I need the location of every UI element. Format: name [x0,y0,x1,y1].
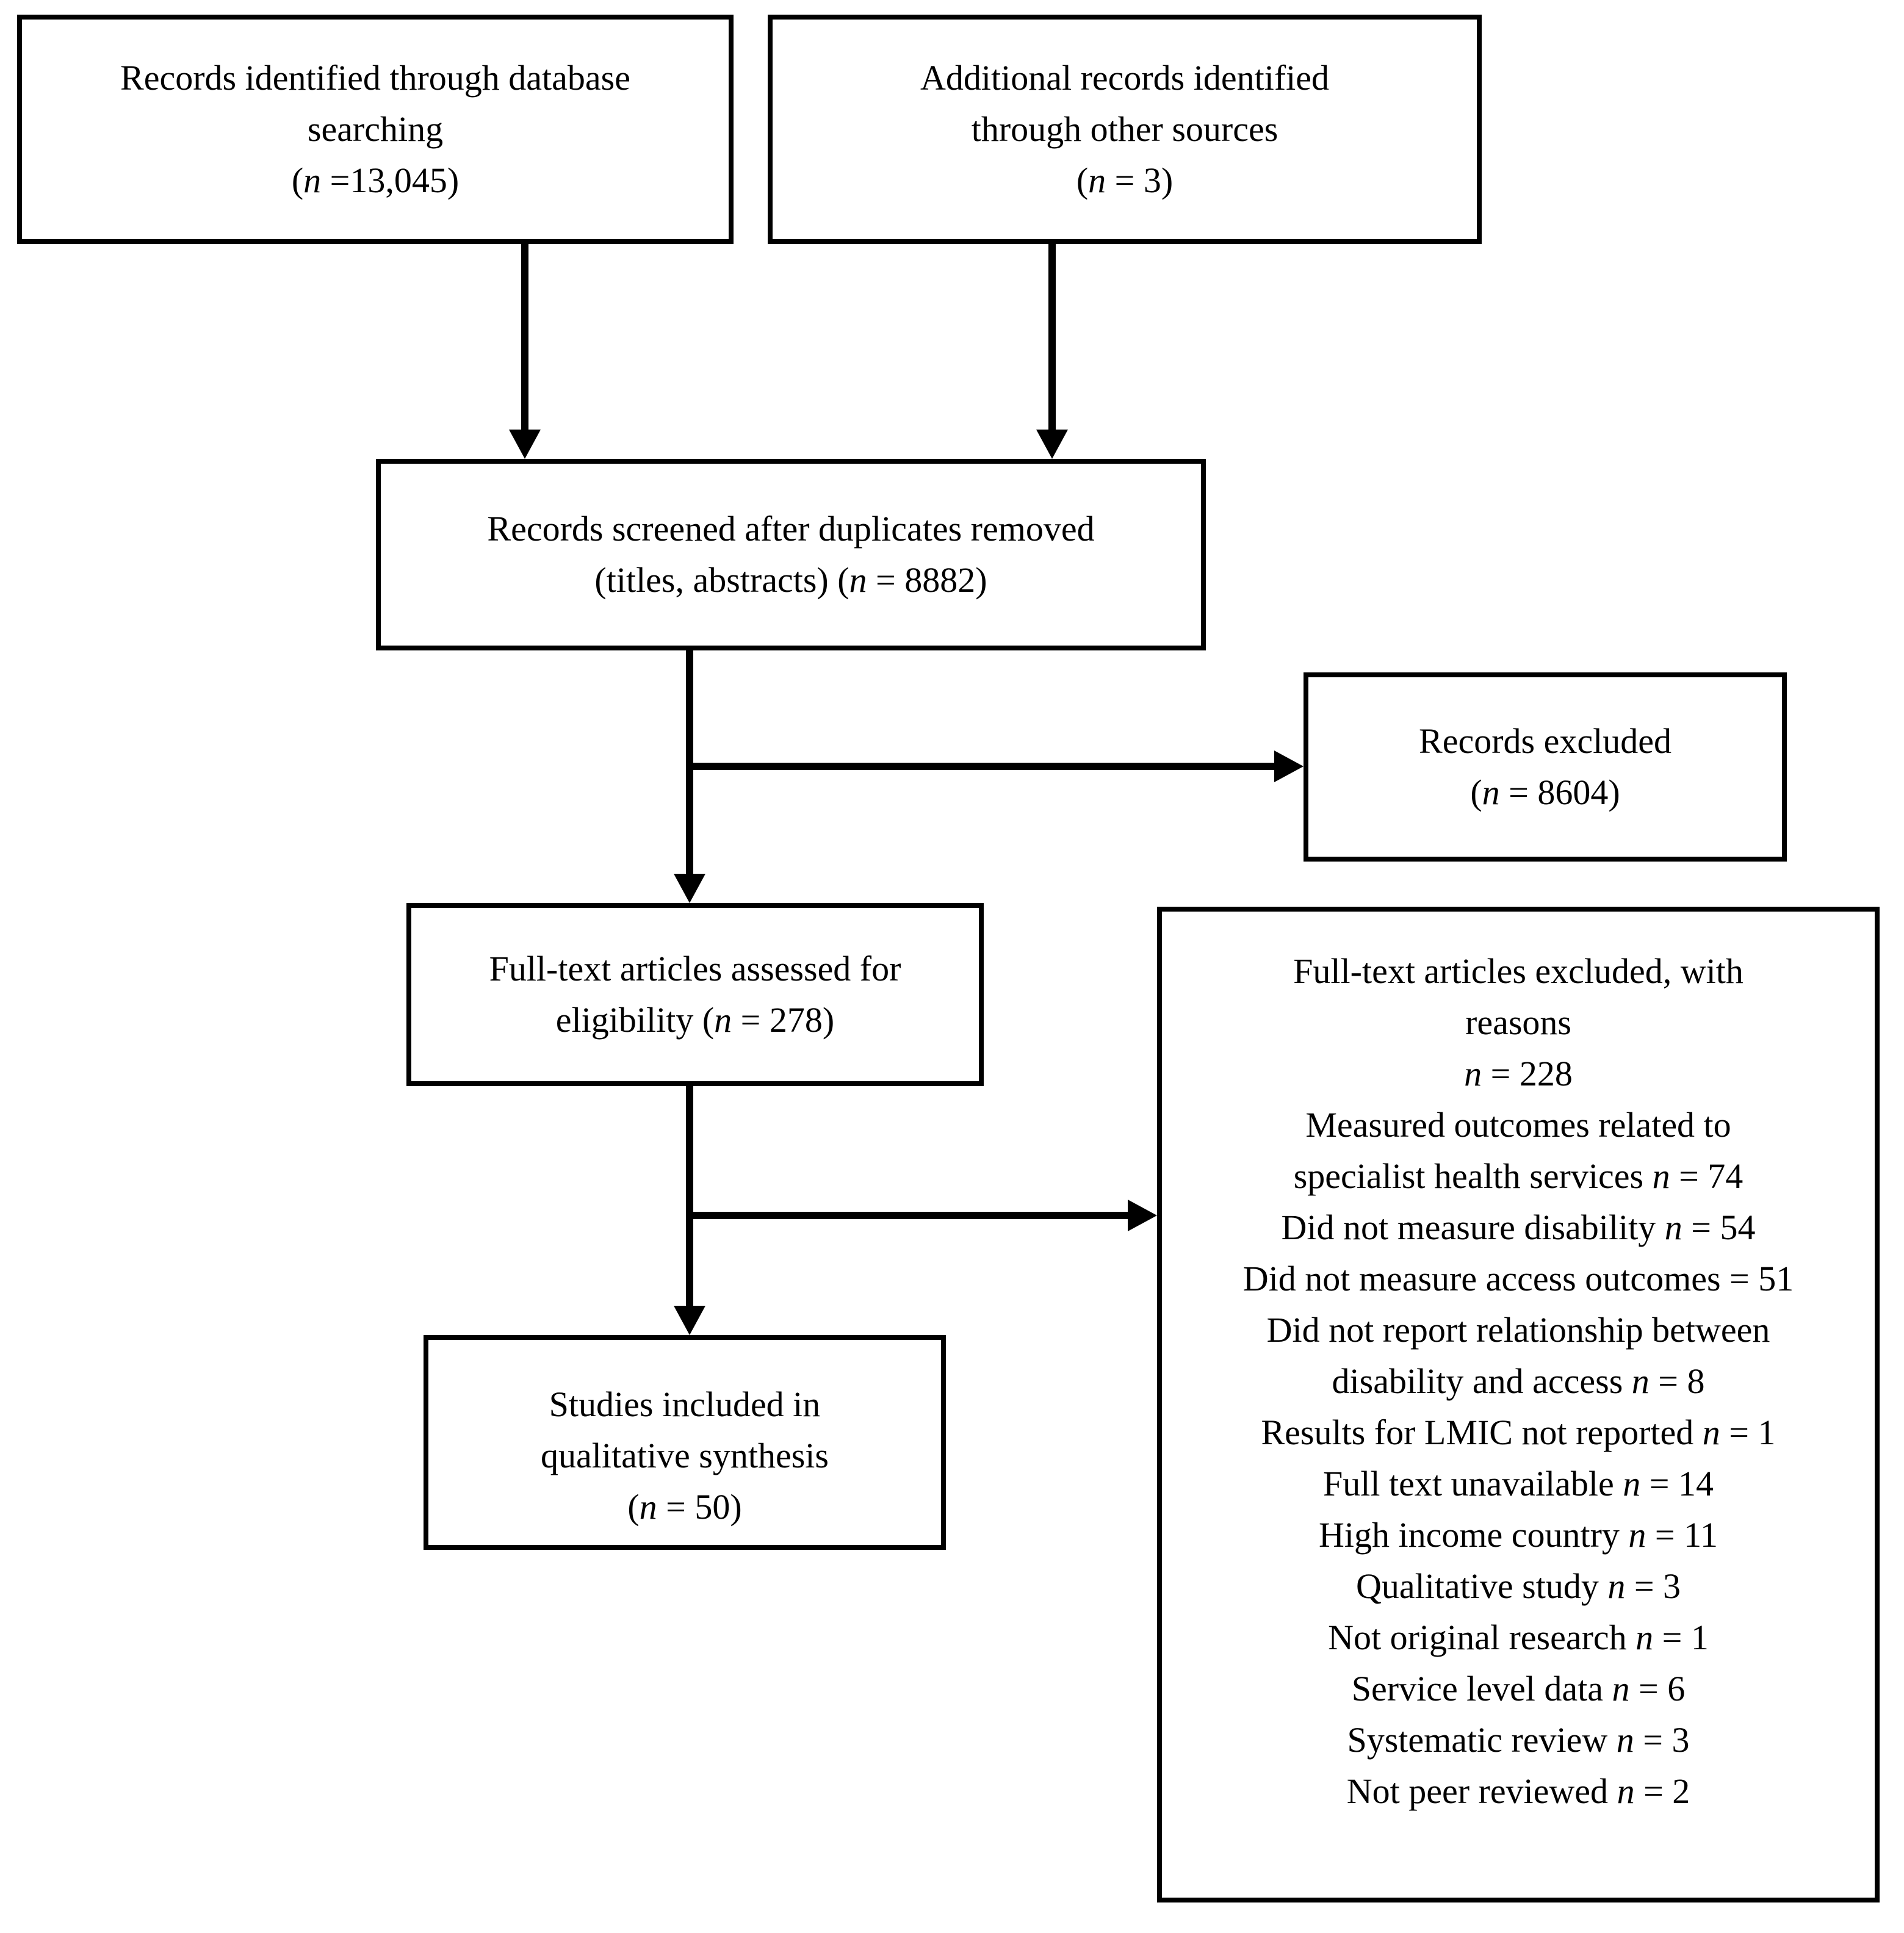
box-text-line: searching [307,109,444,149]
box-text-line: n = 228 [1464,1054,1573,1093]
box-text-line: Results for LMIC not reported n = 1 [1261,1413,1776,1452]
box-text-line: Full-text articles excluded, with [1293,951,1744,991]
box-text-line: Additional records identified [920,58,1330,98]
box-text-line: (n = 50) [627,1487,742,1527]
box-text-line: (n = 8604) [1470,772,1620,812]
box-text-line: High income country n = 11 [1319,1515,1718,1555]
box-records-screened: Records screened after duplicates remove… [376,459,1206,650]
box-records-excluded: Records excluded (n = 8604) [1304,672,1787,862]
arrow-line-other-sources-to-screened [1048,244,1056,433]
box-text-line: Did not measure disability n = 54 [1281,1208,1756,1247]
box-text-line: (n = 3) [1076,160,1174,200]
box-text-line: specialist health services n = 74 [1293,1156,1744,1196]
box-studies-included: Studies included in qualitative synthesis… [424,1335,946,1550]
box-text-line: Qualitative study n = 3 [1355,1566,1681,1606]
arrowhead-down-database-to-screened [509,430,541,459]
box-text-line: Did not measure access outcomes = 51 [1242,1259,1794,1298]
box-text-line: (n =13,045) [291,160,460,200]
arrow-line-fulltext-to-included [686,1086,693,1309]
box-text-line: Records identified through database [120,58,630,98]
arrowhead-right-records-excluded [1274,751,1304,782]
arrow-line-screened-to-records-excluded [686,763,1274,770]
arrow-line-fulltext-to-excluded-reasons [686,1212,1128,1219]
box-text-line: Service level data n = 6 [1351,1669,1686,1708]
box-text-line: Measured outcomes related to [1305,1105,1731,1145]
arrowhead-down-fulltext-to-included [674,1306,705,1335]
box-text-line: Systematic review n = 3 [1347,1720,1690,1760]
box-text-line: Records excluded [1419,721,1671,761]
box-text-line: through other sources [971,109,1278,149]
box-fulltext-excluded-reasons: Full-text articles excluded, with reasons… [1157,907,1880,1902]
arrowhead-down-screened-to-fulltext [674,874,705,903]
arrow-line-database-to-screened [521,244,528,433]
box-text-line: Not peer reviewed n = 2 [1346,1771,1690,1811]
box-text-line: Full text unavailable n = 14 [1323,1464,1714,1503]
box-text-line: (titles, abstracts) (n = 8882) [594,560,987,600]
arrowhead-down-other-sources-to-screened [1036,430,1068,459]
box-records-identified-database: Records identified through database searc… [17,15,734,244]
box-text-line: qualitative synthesis [541,1436,829,1475]
arrowhead-right-excluded-reasons [1128,1200,1157,1231]
box-text-line: Records screened after duplicates remove… [487,509,1095,549]
box-text-line: disability and access n = 8 [1332,1361,1705,1401]
box-additional-records-other-sources: Additional records identified through oth… [768,15,1482,244]
box-fulltext-assessed: Full-text articles assessed for eligibili… [406,903,984,1086]
box-text-line: Studies included in [549,1384,821,1424]
box-text-line: Full-text articles assessed for [489,949,901,988]
box-text-line: Not original research n = 1 [1328,1618,1709,1657]
box-text-line: eligibility (n = 278) [555,1000,835,1040]
box-text-line: Did not report relationship between [1266,1310,1770,1350]
box-text-line: reasons [1465,1002,1571,1042]
